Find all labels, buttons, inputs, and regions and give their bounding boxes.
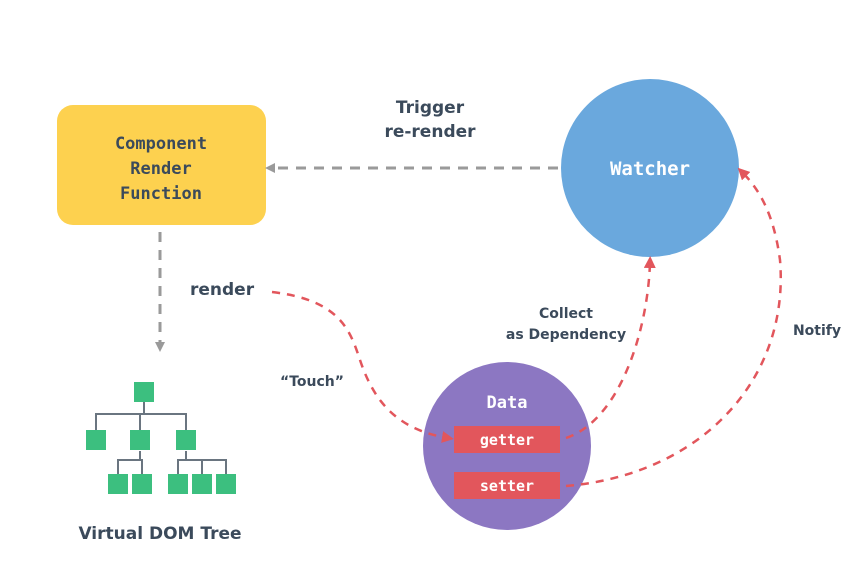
tree-node-l1-middle bbox=[130, 430, 150, 450]
setter-pill bbox=[454, 472, 560, 499]
tree-node-l1-left bbox=[86, 430, 106, 450]
data-label: Data bbox=[487, 393, 528, 413]
virtual-dom-tree-icon bbox=[86, 382, 236, 494]
notify-arrow bbox=[565, 167, 783, 488]
component-line-1: Component bbox=[115, 134, 207, 154]
trigger-label-line-2: re-render bbox=[384, 122, 476, 142]
tree-node-leaf-4 bbox=[192, 474, 212, 494]
tree-node-l1-right bbox=[176, 430, 196, 450]
tree-connectors bbox=[95, 402, 227, 474]
tree-node-leaf-2 bbox=[132, 474, 152, 494]
setter-label: setter bbox=[480, 477, 534, 495]
tree-node-root bbox=[134, 382, 154, 402]
tree-node-leaf-1 bbox=[108, 474, 128, 494]
render-label: render bbox=[190, 280, 255, 300]
tree-node-leaf-3 bbox=[168, 474, 188, 494]
component-line-2: Render bbox=[130, 159, 191, 179]
component-box bbox=[57, 105, 266, 225]
collect-label-line-2: as Dependency bbox=[506, 327, 626, 343]
tree-node-leaf-5 bbox=[216, 474, 236, 494]
vdom-tree-label: Virtual DOM Tree bbox=[78, 524, 241, 544]
watcher-node: Watcher bbox=[561, 79, 739, 257]
collect-label-line-1: Collect bbox=[539, 306, 593, 322]
touch-label: “Touch” bbox=[280, 374, 344, 390]
component-line-3: Function bbox=[120, 184, 202, 204]
notify-label: Notify bbox=[793, 323, 841, 339]
trigger-label-line-1: Trigger bbox=[396, 98, 465, 118]
collect-dependency-arrow bbox=[565, 256, 656, 440]
getter-pill bbox=[454, 426, 560, 453]
watcher-circle bbox=[561, 79, 739, 257]
data-node: Data getter setter bbox=[423, 362, 591, 530]
getter-label: getter bbox=[480, 431, 534, 449]
touch-arrow bbox=[271, 290, 454, 443]
watcher-label: Watcher bbox=[610, 158, 690, 180]
component-render-function: Component Render Function bbox=[57, 105, 266, 225]
